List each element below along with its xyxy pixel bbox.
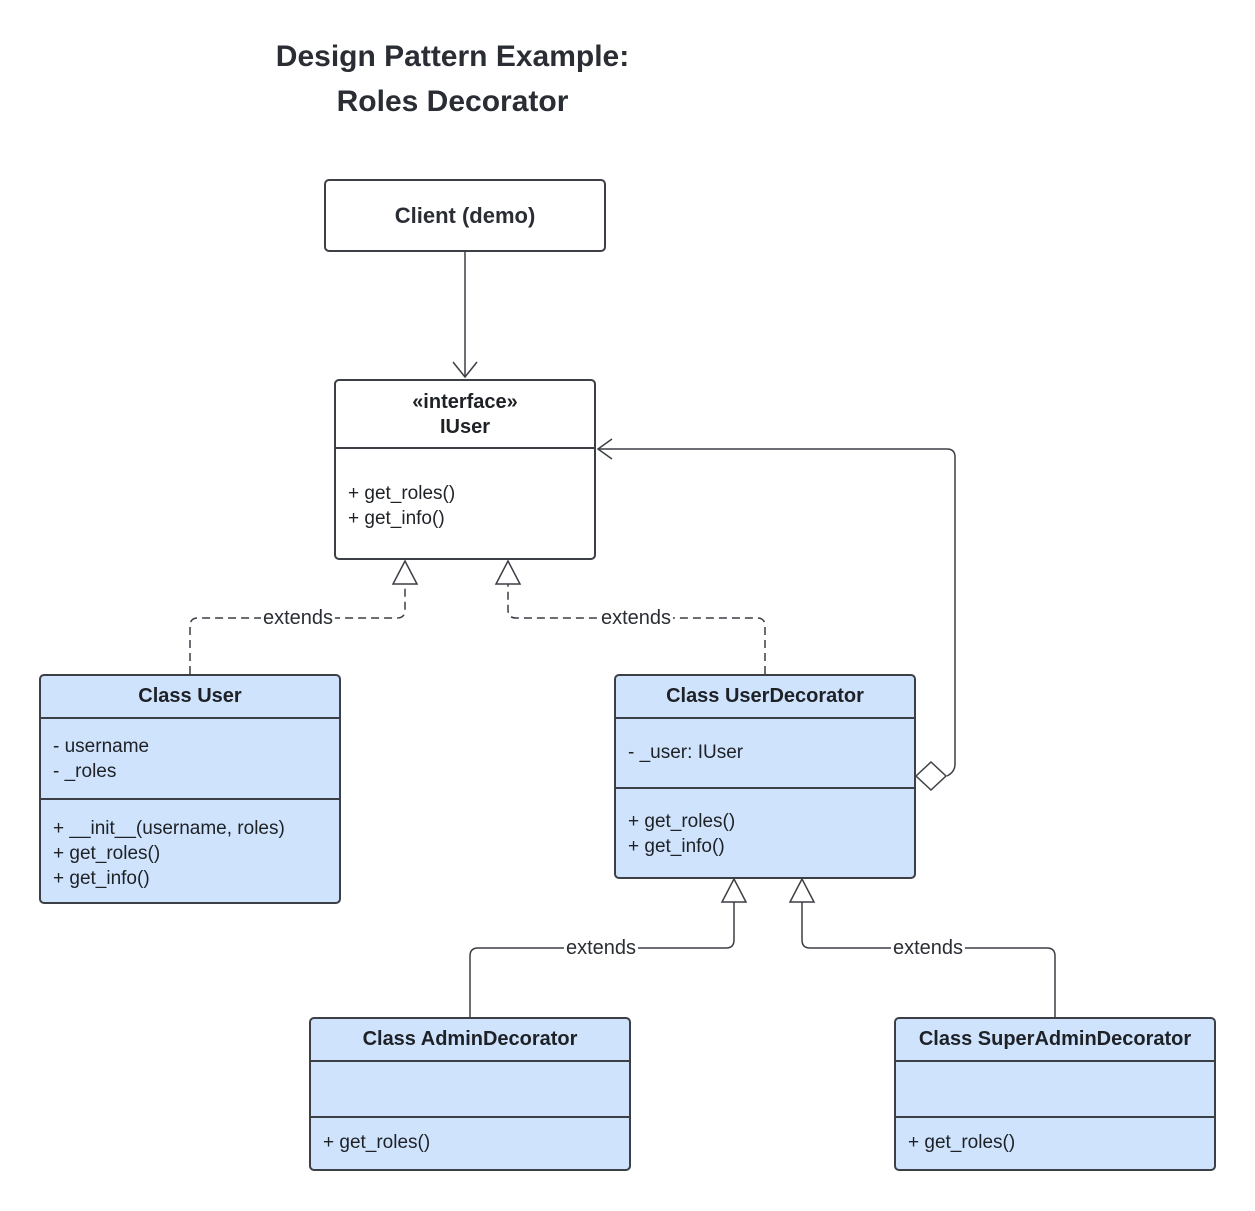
super-admin-extends-label: extends [890,937,966,959]
super-admin-decorator-attributes [896,1060,1214,1116]
aggregation-arrowhead-icon [596,438,613,460]
user-attribute: - _roles [53,761,117,782]
admin-decorator-class-name: Class AdminDecorator [362,1028,578,1050]
user-method: + get_roles() [53,843,161,864]
user-method: + get_info() [53,868,150,889]
user-decorator-method: + get_roles() [628,811,736,832]
super-admin-decorator-method: + get_roles() [908,1132,1016,1153]
admin-decorator-attributes [311,1060,629,1116]
iuser-name: IUser [439,416,491,438]
admin-extends-label: extends [563,937,639,959]
user-decorator-attribute: - _user: IUser [628,742,744,763]
user-method: + __init__(username, roles) [53,818,285,839]
user-decorator-method: + get_info() [628,836,725,857]
user-decorator-class-box: Class UserDecorator - _user: IUser + get… [614,674,916,879]
iuser-stereotype: «interface» [412,391,518,413]
user-extends-line [189,584,406,674]
iuser-interface-box: «interface» IUser + get_roles() + get_in… [334,379,596,560]
admin-extends-line [469,902,735,1017]
user-class-name: Class User [138,685,242,707]
diagram-title-line2: Roles Decorator [336,85,569,118]
client-label: Client (demo) [394,202,536,228]
admin-decorator-class-box: Class AdminDecorator + get_roles() [309,1017,631,1171]
user-extends-triangle-icon [391,559,419,585]
super-admin-decorator-class-name: Class SuperAdminDecorator [918,1028,1192,1050]
user-extends-label: extends [260,607,336,629]
client-arrowhead-icon [452,361,478,379]
admin-extends-triangle-icon [720,877,748,903]
iuser-method: + get_roles() [348,483,456,504]
aggregation-line [598,448,956,777]
aggregation-diamond-icon [914,760,948,792]
client-box: Client (demo) [324,179,606,252]
super-admin-extends-line [801,902,1056,1017]
user-decorator-class-name: Class UserDecorator [666,685,864,707]
decorator-extends-triangle-icon [494,559,522,585]
iuser-method: + get_info() [348,508,445,529]
decorator-extends-line [507,584,766,674]
user-attribute: - username [53,736,150,757]
diagram-title-line1: Design Pattern Example: [275,40,630,73]
admin-decorator-method: + get_roles() [323,1132,431,1153]
decorator-extends-label: extends [598,607,674,629]
super-admin-decorator-class-box: Class SuperAdminDecorator + get_roles() [894,1017,1216,1171]
user-class-box: Class User - username - _roles + __init_… [39,674,341,904]
super-admin-extends-triangle-icon [788,877,816,903]
